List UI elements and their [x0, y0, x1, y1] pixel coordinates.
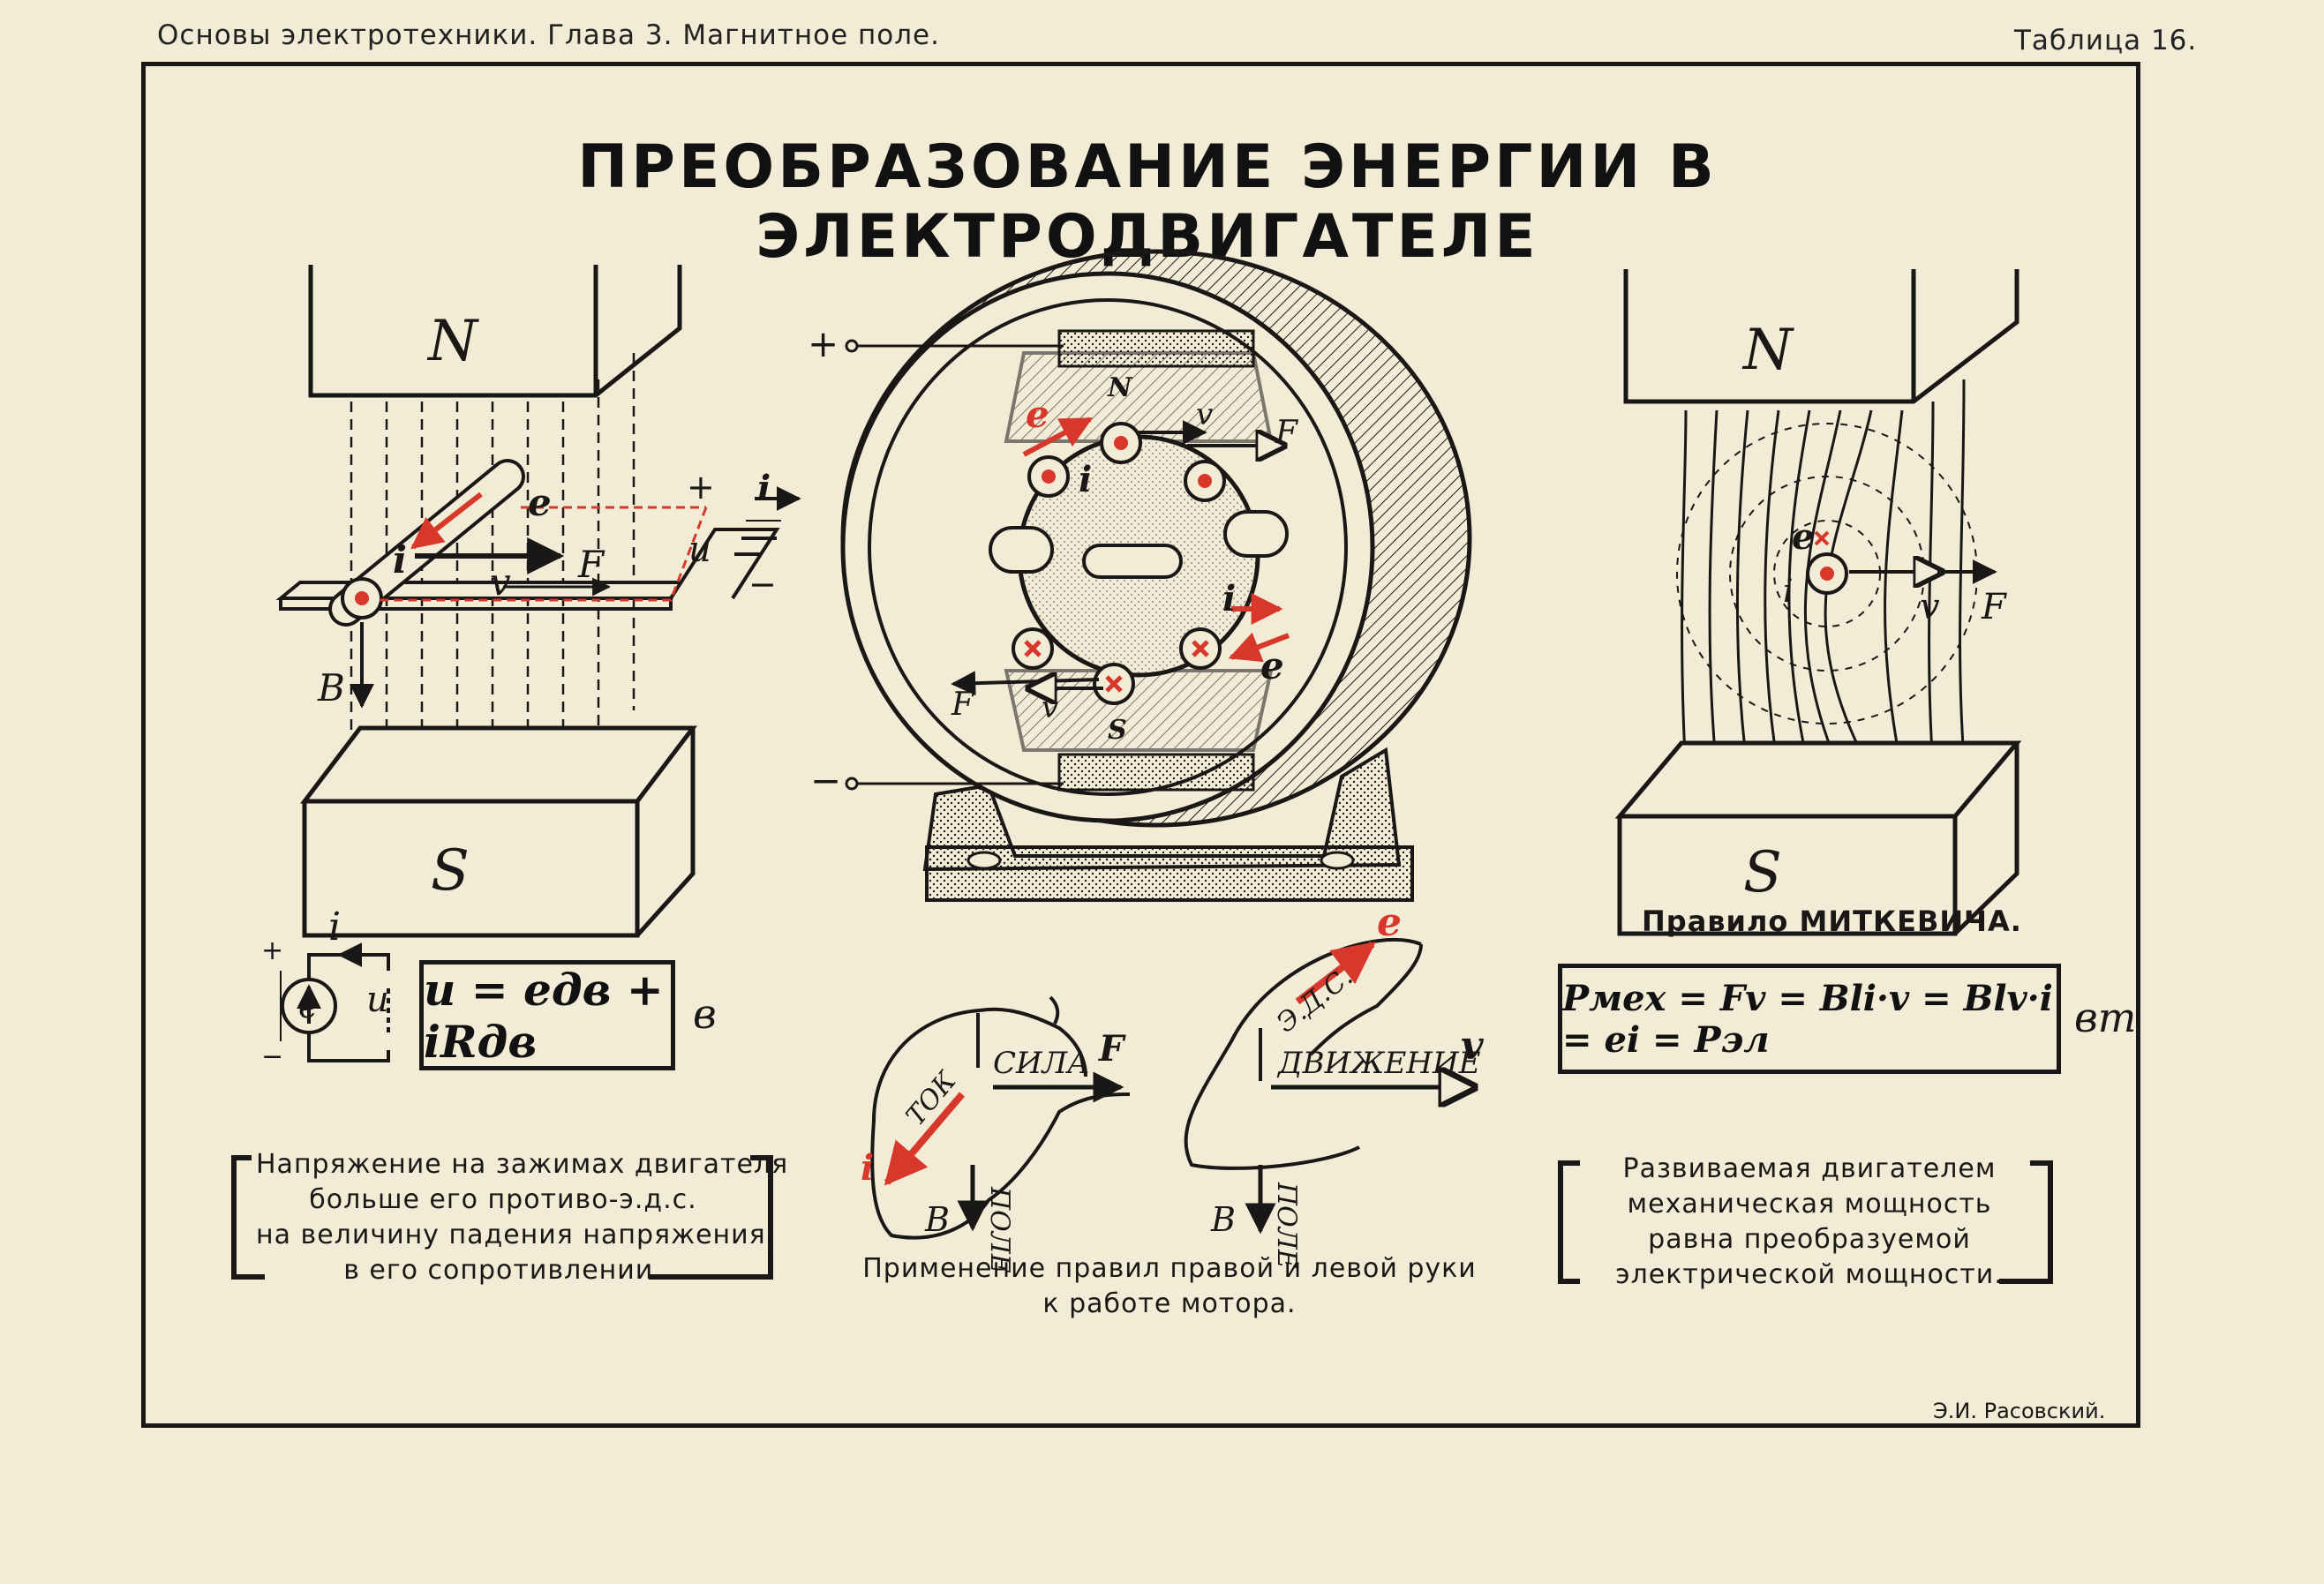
left-field-label: B — [318, 666, 345, 709]
right-caption-line-3: равна преобразуемой — [1648, 1224, 1971, 1255]
circuit-current-label: i — [328, 905, 342, 950]
center-caption: Применение правил правой и левой руки к … — [839, 1251, 1500, 1322]
right-caption-line-1: Развиваемая двигателем — [1622, 1153, 1997, 1184]
left-caption-line-1: Напряжение на зажимах двигателя — [256, 1149, 789, 1180]
right-hand-motion-symbol: v — [1461, 1024, 1484, 1069]
right-caption-line-2: механическая мощность — [1627, 1189, 1992, 1220]
author-credit: Э.И. Расовский. — [1933, 1399, 2106, 1423]
right-emf-label: e — [1792, 516, 1815, 558]
motor-terminal-minus: − — [810, 759, 842, 802]
page-title: ПРЕОБРАЗОВАНИЕ ЭНЕРГИИ В ЭЛЕКТРОДВИГАТЕЛ… — [577, 132, 1718, 272]
left-minus-label: − — [748, 565, 777, 604]
left-north-label: N — [428, 309, 478, 374]
south-pole-block — [299, 725, 698, 804]
right-hand-field-symbol: B — [1211, 1200, 1236, 1239]
left-velocity-label: v — [490, 560, 511, 604]
right-north-label: N — [1743, 318, 1793, 383]
left-caption: Напряжение на зажимах двигателя больше е… — [256, 1147, 789, 1288]
header-left: Основы электротехники. Глава 3. Магнитно… — [157, 19, 940, 51]
motor-emf-top: e — [1026, 393, 1049, 436]
poster-frame — [141, 62, 2140, 1428]
right-formula-unit: вт — [2074, 994, 2137, 1041]
right-magnet-diagram — [1614, 269, 2022, 936]
left-caption-line-3: на величину падения напряжения — [256, 1220, 766, 1250]
motor-force-bottom: F — [951, 687, 974, 723]
motor-terminal-plus: + — [808, 322, 839, 365]
motor-force-top: F — [1275, 415, 1297, 451]
left-formula: u = eдв + iRдв — [424, 963, 664, 1068]
left-plus-label: + — [687, 468, 715, 507]
left-hand-field-symbol: B — [925, 1200, 950, 1239]
mitkevich-rule-label: Правило МИТКЕВИЧА. — [1642, 905, 2022, 938]
right-current-label: i — [1783, 574, 1794, 610]
right-hand-arrows — [1245, 941, 1474, 1235]
header-right: Таблица 16. — [2014, 25, 2198, 56]
right-hand-emf-symbol: e — [1377, 900, 1402, 945]
left-voltage-label: u — [688, 529, 711, 570]
left-circuit-current-label: i — [757, 468, 771, 509]
motor-emf-bottom: e — [1260, 644, 1284, 687]
left-magnet-diagram — [275, 265, 801, 938]
left-hand-current-symbol: i — [861, 1147, 875, 1189]
circuit-voltage-label: u — [366, 980, 389, 1020]
right-hand-motion-label: ДВИЖЕНИЕ — [1278, 1046, 1481, 1081]
circuit-emf-label: e — [298, 987, 319, 1025]
center-caption-line-1: Применение правил правой и левой руки — [862, 1253, 1477, 1284]
motor-current-bottom: i — [1222, 578, 1237, 619]
center-caption-line-2: к работе мотора. — [1042, 1288, 1297, 1319]
north-pole-block — [308, 265, 682, 398]
right-caption-line-4: электрической мощности. — [1615, 1259, 2004, 1290]
motor-current-top: i — [1079, 459, 1093, 500]
right-velocity-label: v — [1920, 587, 1940, 627]
left-formula-unit: в — [693, 990, 717, 1038]
circuit-minus-label: − — [261, 1041, 284, 1072]
left-south-label: S — [431, 838, 470, 904]
left-force-label: F — [578, 543, 605, 586]
left-hand-force-symbol: F — [1099, 1028, 1124, 1070]
motor-pole-south: S — [1108, 715, 1127, 746]
left-emf-label: e — [528, 481, 552, 524]
motor-velocity-bottom: v — [1042, 690, 1059, 725]
right-formula-box: Pмех = Fv = Bli·v = Blv·i = ei = Pэл — [1558, 964, 2061, 1074]
left-current-label: i — [393, 538, 407, 582]
left-formula-box: u = eдв + iRдв — [419, 960, 675, 1070]
right-force-label: F — [1982, 587, 2006, 627]
left-hand-drawing — [870, 995, 1131, 1240]
circuit-plus-label: + — [261, 935, 284, 966]
left-circuit-schematic — [280, 942, 390, 1062]
right-formula: Pмех = Fv = Bli·v = Blv·i = ei = Pэл — [1562, 977, 2053, 1061]
right-south-label: S — [1743, 840, 1782, 905]
left-caption-line-2: больше его противо-э.д.с. — [309, 1184, 697, 1215]
right-caption: Развиваемая двигателем механическая мощн… — [1589, 1152, 2030, 1293]
motor-velocity-top: v — [1196, 397, 1214, 432]
left-hand-force-label: СИЛА — [993, 1046, 1090, 1081]
motor-illustration — [840, 249, 1472, 902]
motor-pole-north: N — [1108, 372, 1132, 403]
left-hand-arrows — [884, 1071, 1124, 1232]
left-caption-line-4: в его сопротивлении. — [343, 1255, 663, 1286]
caption-brackets — [231, 1155, 2053, 1284]
